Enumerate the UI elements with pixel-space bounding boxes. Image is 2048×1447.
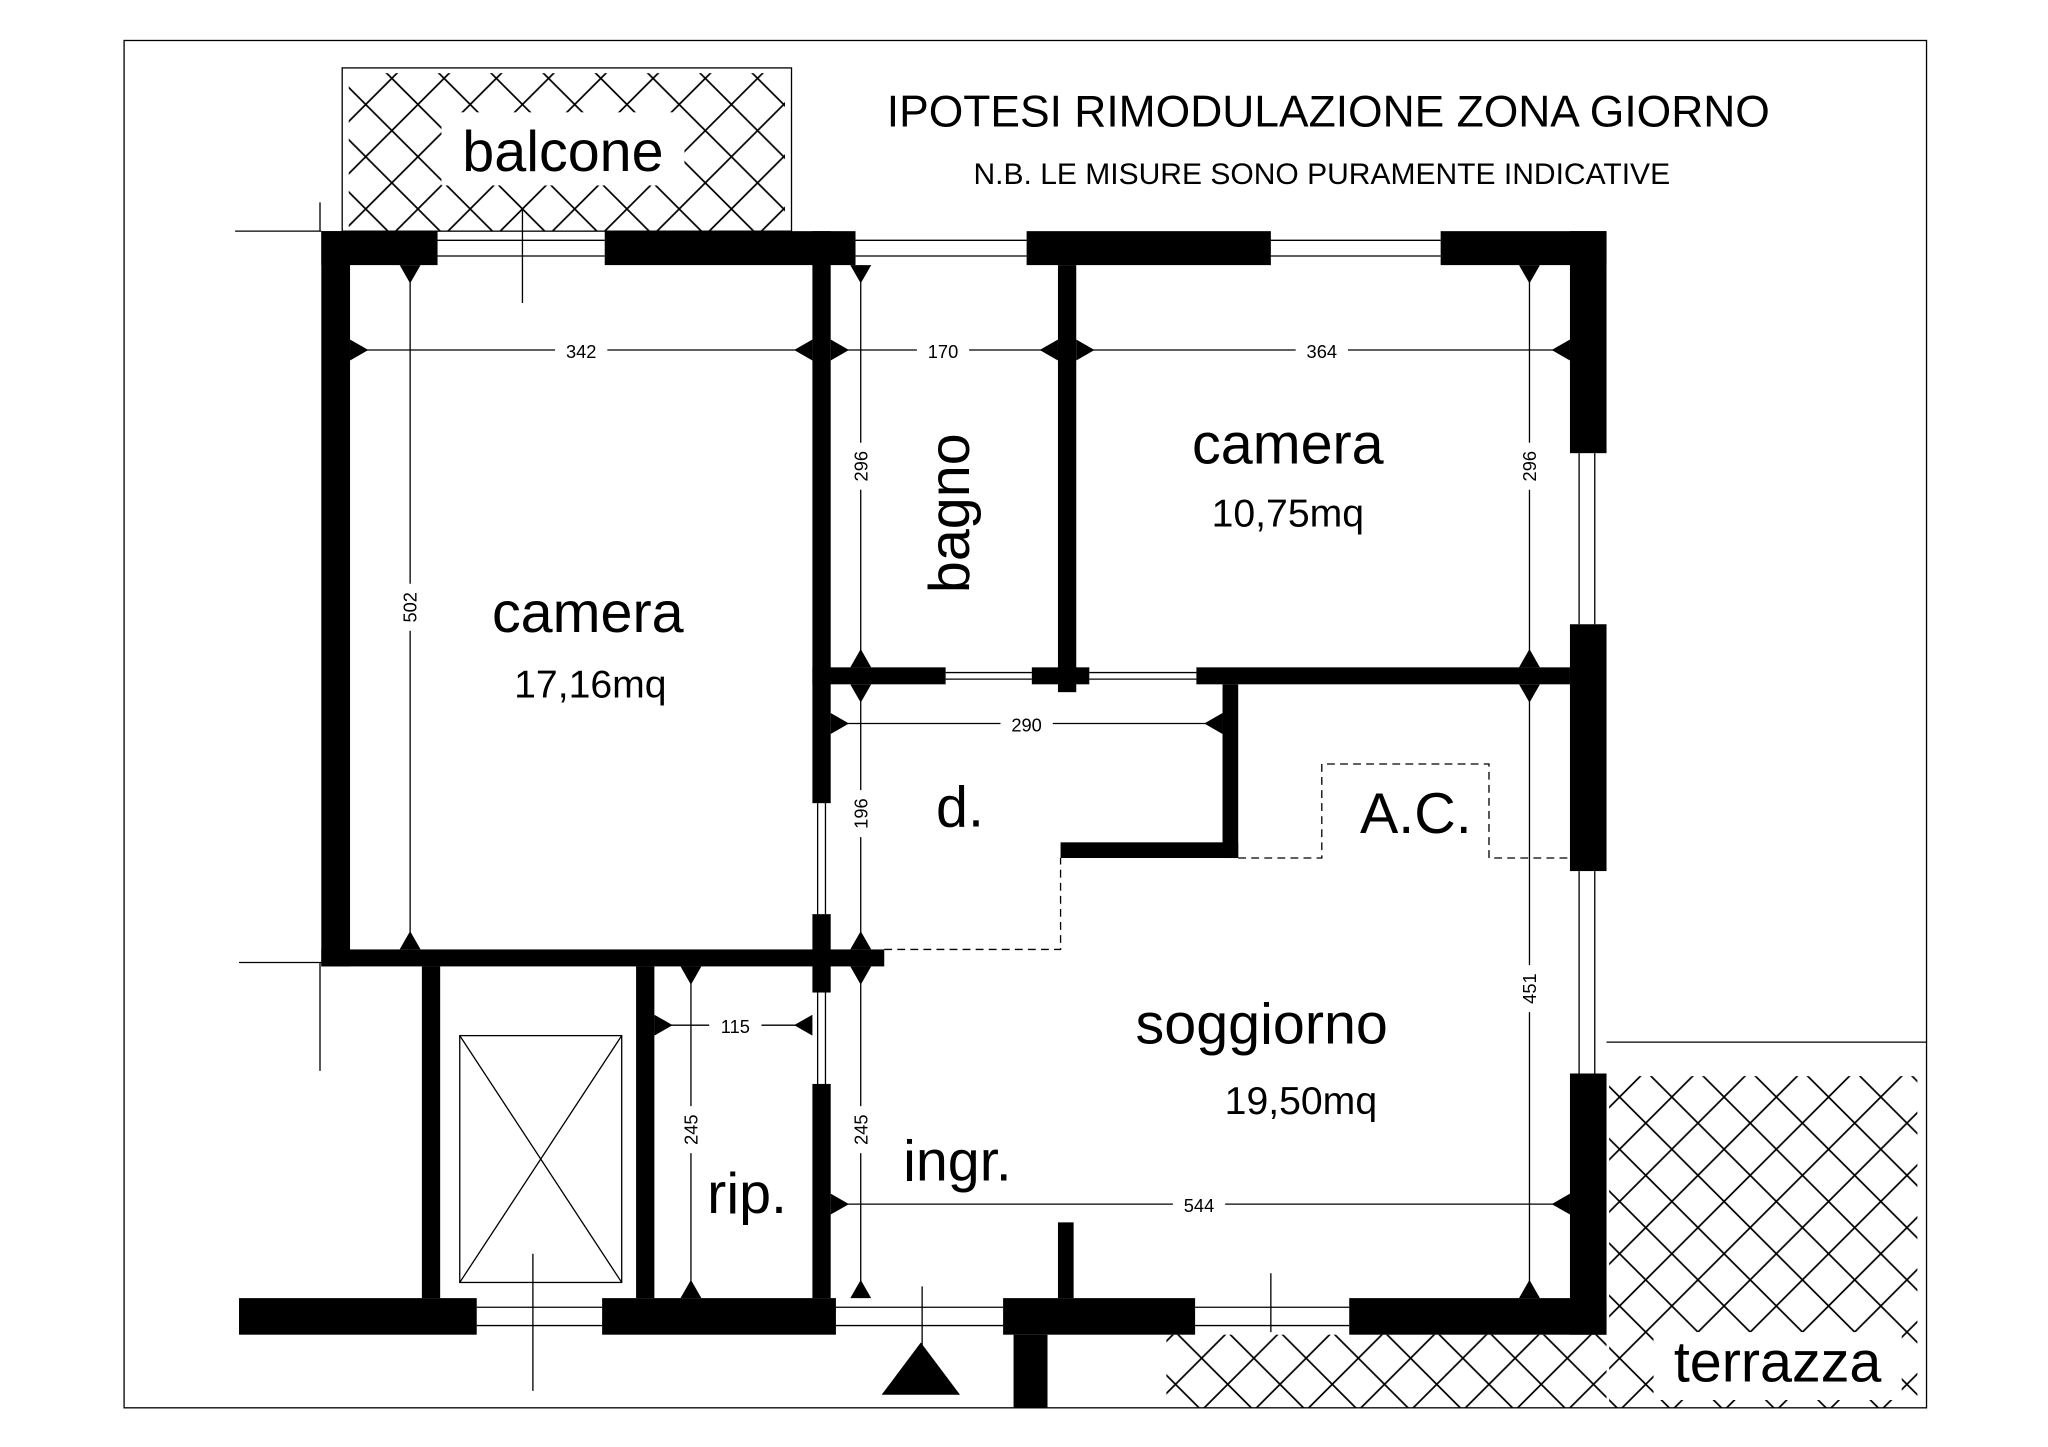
dim-170: 170 <box>928 341 958 362</box>
walls <box>239 231 1607 1408</box>
room-ripostiglio: rip. <box>707 1162 787 1226</box>
room-bagno: bagno <box>918 433 982 593</box>
room-ingresso: ingr. <box>903 1130 1012 1194</box>
dim-342: 342 <box>566 341 596 362</box>
windows <box>437 239 1596 1327</box>
dim-544: 544 <box>1184 1195 1214 1216</box>
room-soggiorno: soggiorno <box>1136 992 1388 1056</box>
dim-245-rip: 245 <box>680 1114 701 1144</box>
dim-296-camera: 296 <box>1519 451 1540 481</box>
dim-290: 290 <box>1011 714 1041 735</box>
room-camera-2-area: 10,75mq <box>1212 492 1364 535</box>
entrance-arrow-icon <box>881 1342 960 1395</box>
dim-502: 502 <box>400 592 421 622</box>
dashed-outlines <box>884 763 1570 951</box>
room-camera-1-area: 17,16mq <box>514 663 666 706</box>
room-balcone: balcone <box>462 120 663 184</box>
dim-115: 115 <box>721 1016 750 1037</box>
dim-451: 451 <box>1519 973 1540 1003</box>
room-camera-1: camera <box>492 581 684 645</box>
room-soggiorno-area: 19,50mq <box>1225 1080 1377 1123</box>
room-disimpegno: d. <box>936 776 984 840</box>
dim-364: 364 <box>1307 341 1337 362</box>
plan-title: IPOTESI RIMODULAZIONE ZONA GIORNO <box>887 88 1770 137</box>
dim-245-ingr: 245 <box>850 1114 871 1144</box>
plan-subtitle: N.B. LE MISURE SONO PURAMENTE INDICATIVE <box>973 158 1670 191</box>
room-terrazza: terrazza <box>1674 1331 1882 1395</box>
dim-296-bagno: 296 <box>850 451 871 481</box>
room-camera-2: camera <box>1192 413 1384 477</box>
lift-shaft <box>459 1034 623 1284</box>
dim-196: 196 <box>850 798 871 828</box>
room-ac: A.C. <box>1360 782 1472 846</box>
